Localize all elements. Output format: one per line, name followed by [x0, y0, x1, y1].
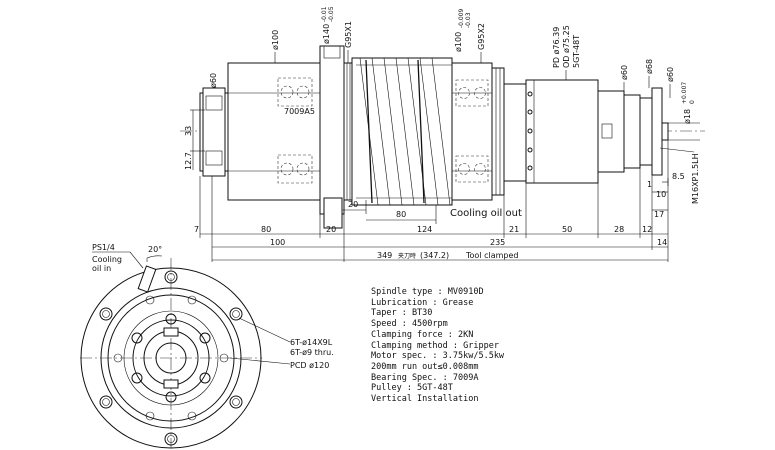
dim-inner-80: 80: [396, 210, 406, 219]
spec-clamping-force: Clamping force : 2KN: [371, 329, 474, 340]
dim-d60-a: ø60: [620, 65, 629, 80]
dim-row2-14: 14: [657, 238, 667, 247]
dim-left-127: 12.7: [184, 152, 193, 170]
dim-d140: ø140: [322, 24, 331, 44]
rear-bearings: [455, 79, 489, 183]
dim-d18-tol-upper: +0.007: [681, 82, 688, 104]
dim-pd: PD ø76.39: [552, 27, 561, 68]
dim-g95x2: G95X2: [477, 23, 486, 50]
cooling-oil-out-label: Cooling oil out: [450, 208, 522, 219]
dim-row1-7: 7: [194, 225, 199, 234]
spec-runout: 200mm run out≤0.008mm: [371, 361, 479, 372]
dim-od: OD ø75.25: [562, 25, 571, 68]
front-bearings: [277, 77, 313, 184]
dim-8-5: 8.5: [672, 172, 685, 181]
dim-d140-tol-upper: -0.01: [321, 6, 328, 22]
spec-clamping-method: Clamping method : Gripper: [371, 340, 499, 351]
spindle-end-view: [80, 258, 262, 449]
dim-row2-235: 235: [490, 238, 505, 247]
dim-row3-clamped-cn: 夹刀時: [398, 252, 416, 260]
holes-label-1: 6T-ø14X9L: [290, 338, 333, 347]
dim-m16: M16XP1.5LH: [691, 153, 700, 204]
dim-row3-349: 349: [377, 251, 392, 260]
dim-1: 1: [647, 180, 652, 189]
dim-row1-80: 80: [261, 225, 271, 234]
inner-holes: [113, 295, 229, 421]
dim-d100-left: ø100: [271, 30, 280, 50]
dim-row1-21: 21: [509, 225, 519, 234]
dim-d18: ø18: [683, 109, 692, 124]
holes-label-2: 6T-ø9 thru.: [290, 348, 334, 357]
dim-d140-tol-lower: -0.05: [328, 6, 335, 22]
angle-label: 20°: [148, 245, 162, 254]
spindle-specifications: Spindle type : MV0910D Lubrication : Gre…: [371, 287, 611, 405]
spec-lubrication: Lubrication : Grease: [371, 297, 474, 308]
pcd-label: PCD ø120: [290, 361, 329, 370]
dim-row1-124: 124: [417, 225, 432, 234]
dim-pulley: 5GT-48T: [572, 35, 581, 68]
spec-installation: Vertical Installation: [371, 394, 479, 405]
dim-row2-100: 100: [270, 238, 285, 247]
spec-spindle-type: Spindle type : MV0910D: [371, 287, 484, 297]
dim-inner-20: 20: [348, 200, 358, 209]
end-view-labels: PS1/4 Cooling oil in 20° 6T-ø14X9L 6T-ø9…: [92, 243, 334, 370]
front-bearing-label: 7009A5: [284, 107, 315, 116]
pulley-teeth: [527, 91, 533, 171]
dim-17: 17: [654, 210, 664, 219]
outer-bolt-holes: [99, 270, 243, 446]
dim-row3-clamped-value: (347.2): [420, 251, 449, 260]
dim-d100-tol-lower: -0.03: [465, 12, 472, 28]
dim-d100-right: ø100: [454, 32, 463, 52]
dim-g95x1: G95X1: [344, 21, 353, 48]
spec-motor: Motor spec. : 3.75kw/5.5kw: [371, 351, 505, 362]
dim-10: 10: [656, 190, 666, 199]
dim-d18-tol-lower: 0: [689, 100, 696, 104]
dim-d100-tol-upper: -0.009: [458, 8, 465, 28]
dim-d60-b: ø60: [666, 67, 675, 82]
dim-left-33: 33: [184, 126, 193, 136]
cooling-in-label-1: Cooling: [92, 255, 122, 264]
spec-pulley: Pulley : 5GT-48T: [371, 383, 453, 394]
spec-speed: Speed : 4500rpm: [371, 319, 448, 330]
side-view-dimensions: ø100 ø140 -0.01 -0.05 G95X1 ø100 -0.009 …: [184, 6, 700, 262]
spec-taper: Taper : BT30: [371, 308, 433, 319]
spindle-side-view: [180, 45, 705, 229]
dim-row1-50: 50: [562, 225, 572, 234]
cooling-spiral: [356, 57, 452, 206]
dim-row1-20: 20: [326, 225, 336, 234]
spec-bearing: Bearing Spec. : 7009A: [371, 372, 479, 383]
dim-row3-tool-clamped: Tool clamped: [465, 251, 518, 260]
dim-d68: ø68: [645, 59, 654, 74]
dim-row1-12: 12: [642, 225, 652, 234]
cooling-in-label-2: oil in: [92, 264, 111, 273]
ps-thread-label: PS1/4: [92, 243, 115, 252]
dim-left-d60: ø60: [209, 73, 218, 88]
dim-row1-28: 28: [614, 225, 624, 234]
